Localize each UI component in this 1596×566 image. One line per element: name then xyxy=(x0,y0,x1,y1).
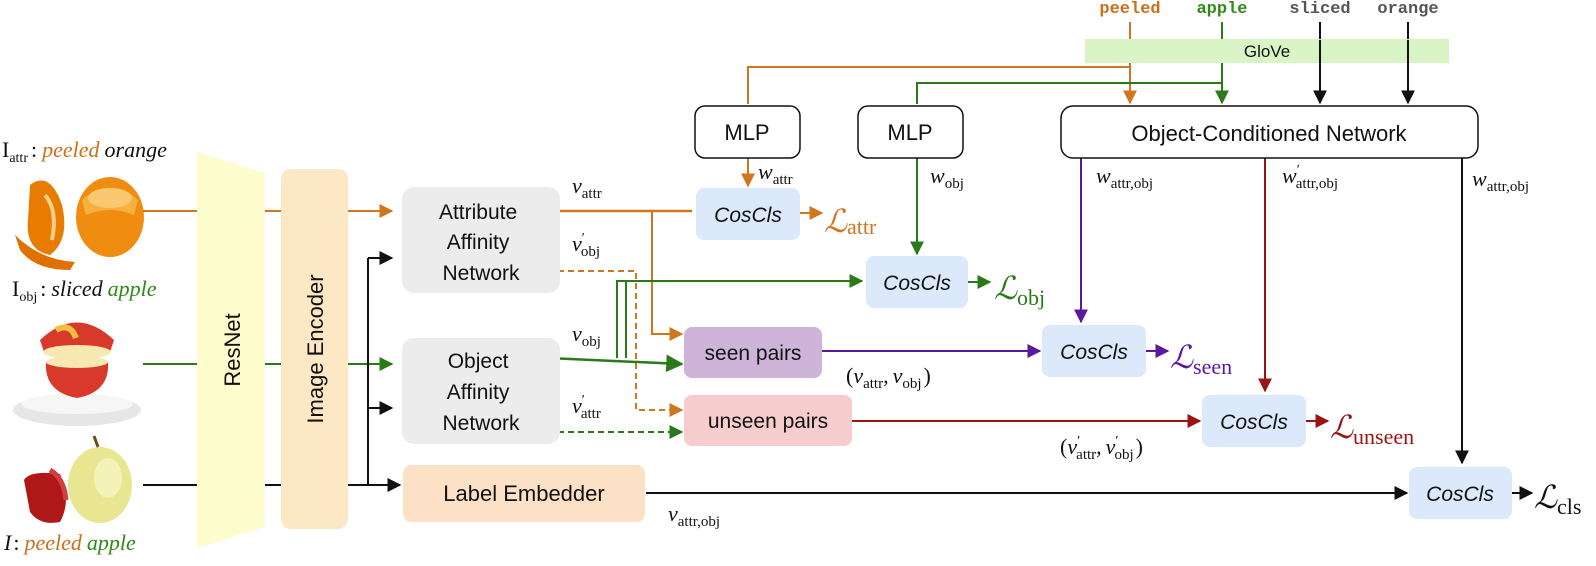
label-w-prime-attr-obj: w′attr,obj xyxy=(1282,163,1338,192)
coscls-unseen-label: CosCls xyxy=(1220,411,1288,434)
coscls-seen xyxy=(1042,325,1146,377)
connections xyxy=(143,40,1534,500)
seen-pairs-label: seen pairs xyxy=(705,342,802,365)
svg-text:Object Affinity Ne: Object Affinity Network xyxy=(442,350,520,435)
seen-pairs-box xyxy=(684,327,822,378)
svg-text:Attribute Affinity: Attribute Affinity Network xyxy=(439,201,523,285)
glove-word-orange: orange xyxy=(1377,0,1438,19)
label-embedder-text: Label Embedder xyxy=(443,481,604,506)
math-labels: vattr v′obj vobj v′attr vattr,obj wattr … xyxy=(572,159,1582,530)
coscls-obj xyxy=(866,256,968,308)
coscls-seen-label: CosCls xyxy=(1060,341,1128,364)
coscls-attr-label: CosCls xyxy=(714,204,782,227)
loss-unseen: ℒunseen xyxy=(1330,409,1414,449)
label-v-prime-obj: v′obj xyxy=(572,231,600,260)
ocn-label: Object-Conditioned Network xyxy=(1131,121,1407,146)
mlp-obj-label: MLP xyxy=(887,120,932,145)
object-affinity-network xyxy=(402,338,560,444)
label-w-attr-obj-2: wattr,obj xyxy=(1472,166,1529,195)
glove-label: GloVe xyxy=(1244,42,1290,61)
coscls-cls xyxy=(1409,467,1512,519)
object-conditioned-network xyxy=(1060,105,1479,159)
attr-net-line1: Attribute xyxy=(439,201,517,224)
obj-net-line1: Object xyxy=(448,350,509,373)
obj-net-line2: Affinity xyxy=(447,381,510,404)
image-encoder-block xyxy=(281,169,348,529)
unseen-pairs-label: unseen pairs xyxy=(708,410,828,433)
loss-obj: ℒobj xyxy=(994,270,1045,310)
mlp-obj xyxy=(857,105,964,159)
peeled-apple-image xyxy=(24,435,132,523)
sliced-apple-image xyxy=(13,322,141,426)
attribute-affinity-network xyxy=(402,187,560,293)
glove-word-sliced: sliced xyxy=(1289,0,1350,19)
resnet-label: ResNet xyxy=(220,313,245,386)
resnet-block xyxy=(197,152,265,548)
glove-section: peeled apple sliced orange GloVe xyxy=(1085,0,1449,63)
obj-net-line3: Network xyxy=(442,412,520,435)
label-w-attr-obj-1: wattr,obj xyxy=(1096,163,1153,192)
coscls-unseen xyxy=(1202,395,1306,447)
label-v-prime-attr: v′attr xyxy=(572,393,601,422)
attr-net-line2: Affinity xyxy=(447,231,510,254)
label-w-attr: wattr xyxy=(758,159,793,188)
mlp-attr xyxy=(694,105,801,159)
peeled-orange-image xyxy=(15,177,144,270)
label-v-obj: vobj xyxy=(572,321,601,350)
glove-bar xyxy=(1085,39,1449,63)
label-v-attr: vattr xyxy=(572,173,602,202)
label-w-obj: wobj xyxy=(930,163,964,192)
coscls-obj-label: CosCls xyxy=(883,272,951,295)
unseen-pairs-box xyxy=(684,395,852,446)
label-v-attr-obj: vattr,obj xyxy=(668,501,720,530)
coscls-attr xyxy=(696,188,800,240)
glove-word-apple: apple xyxy=(1196,0,1247,19)
loss-cls: ℒcls xyxy=(1534,479,1582,519)
label-unseen-pair-tuple: (v′attr,v′obj) xyxy=(1060,434,1143,463)
loss-attr: ℒattr xyxy=(824,203,877,239)
image-encoder-label: Image Encoder xyxy=(303,274,328,423)
loss-seen: ℒseen xyxy=(1170,339,1232,379)
label-seen-pair-tuple: (vattr,vobj) xyxy=(846,363,931,392)
coscls-cls-label: CosCls xyxy=(1426,483,1494,506)
glove-word-peeled: peeled xyxy=(1099,0,1160,19)
modules: Attribute Affinity Network Object Affini… xyxy=(402,105,1512,522)
backbone: ResNet Image Encoder xyxy=(197,152,348,548)
label-embedder xyxy=(403,465,645,522)
attr-net-line3: Network xyxy=(442,262,520,285)
mlp-attr-label: MLP xyxy=(724,120,769,145)
